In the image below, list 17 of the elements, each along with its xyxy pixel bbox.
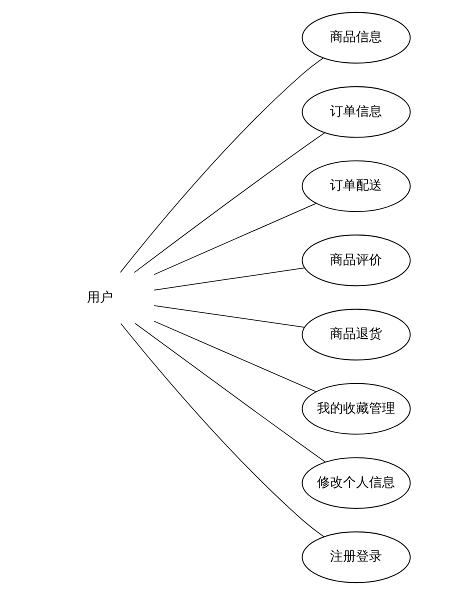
node-ellipse: 修改个人信息 — [301, 457, 410, 509]
node-ellipse: 注册登录 — [301, 531, 410, 584]
node-ellipse: 商品退货 — [301, 308, 410, 360]
connector — [153, 305, 304, 328]
connector — [120, 58, 324, 273]
connector — [153, 203, 316, 275]
connector — [133, 132, 325, 273]
node-ellipse: 我的收藏管理 — [301, 382, 410, 435]
node-ellipse: 订单配送 — [301, 160, 410, 212]
node-ellipse: 订单信息 — [301, 86, 410, 138]
node-ellipse: 商品信息 — [301, 12, 410, 64]
connector — [134, 323, 326, 462]
node-ellipse: 商品评价 — [301, 234, 410, 286]
connector — [153, 320, 316, 392]
node-text: 用户 — [86, 290, 112, 306]
connector — [153, 268, 304, 290]
connector — [120, 323, 324, 538]
